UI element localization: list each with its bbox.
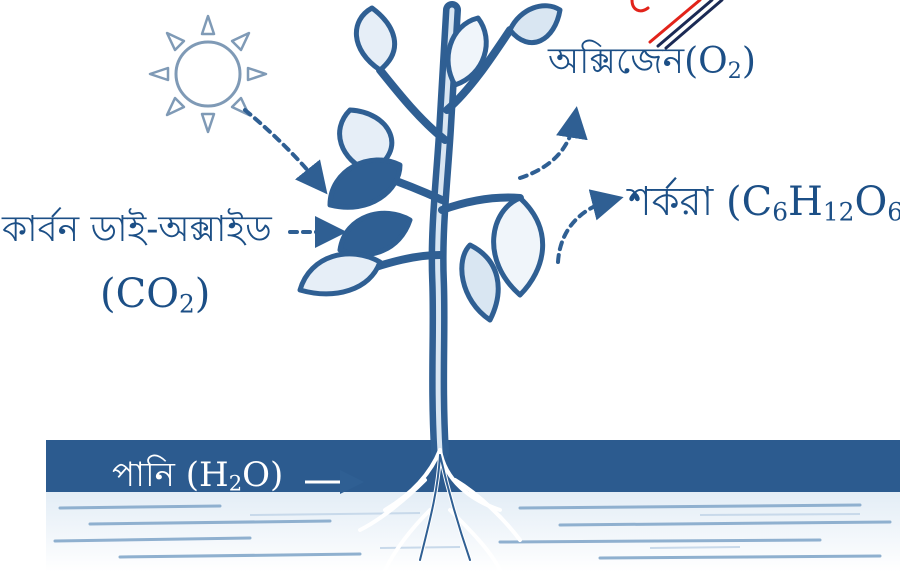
- carbon-dioxide-formula: (CO2): [100, 274, 210, 314]
- oxygen-arrow: [520, 118, 575, 178]
- sugar-formula-mid1: H: [788, 179, 823, 225]
- leaf: [510, 6, 560, 43]
- carbon-dioxide-label: কার্বন ডাই-অক্সাইড: [2, 212, 272, 248]
- sugar-formula-sub2: 12: [823, 197, 855, 226]
- sugar-label: শর্করা (C6H12O6): [628, 182, 900, 222]
- co2-formula-close: ): [195, 271, 211, 317]
- leaf: [494, 198, 543, 295]
- arrows: [245, 110, 612, 262]
- sugar-arrow: [558, 200, 612, 262]
- sugar-formula-sub1: 6: [772, 197, 788, 226]
- leaf: [330, 160, 400, 207]
- carbon-dioxide-label-name: কার্বন ডাই-অক্সাইড: [2, 209, 272, 250]
- leaf: [340, 213, 410, 254]
- sunlight-arrow: [245, 110, 320, 185]
- water-formula-sub: 2: [229, 471, 242, 496]
- co2-formula-open: (CO: [100, 271, 179, 317]
- sugar-formula-mid2: O: [854, 179, 887, 225]
- oxygen-formula-close: ): [742, 41, 756, 82]
- oxygen-formula-sub: 2: [728, 58, 742, 84]
- leaf: [300, 254, 380, 294]
- sugar-label-name: শর্করা: [628, 179, 713, 225]
- sugar-formula-open: (C: [726, 179, 772, 225]
- sugar-formula-sub3: 6: [887, 197, 900, 226]
- water-formula-open: (H: [186, 455, 229, 495]
- water-label-name: পানি: [112, 455, 175, 495]
- oxygen-formula-open: (O: [684, 41, 728, 82]
- water-label: পানি (H2O): [112, 458, 283, 492]
- water-formula-close: O): [242, 455, 283, 495]
- leaf: [462, 245, 498, 320]
- leaf: [356, 8, 394, 70]
- co2-formula-sub: 2: [179, 289, 195, 318]
- oxygen-label-name: অক্সিজেন: [548, 41, 684, 82]
- oxygen-label: অক্সিজেন(O2): [548, 44, 756, 80]
